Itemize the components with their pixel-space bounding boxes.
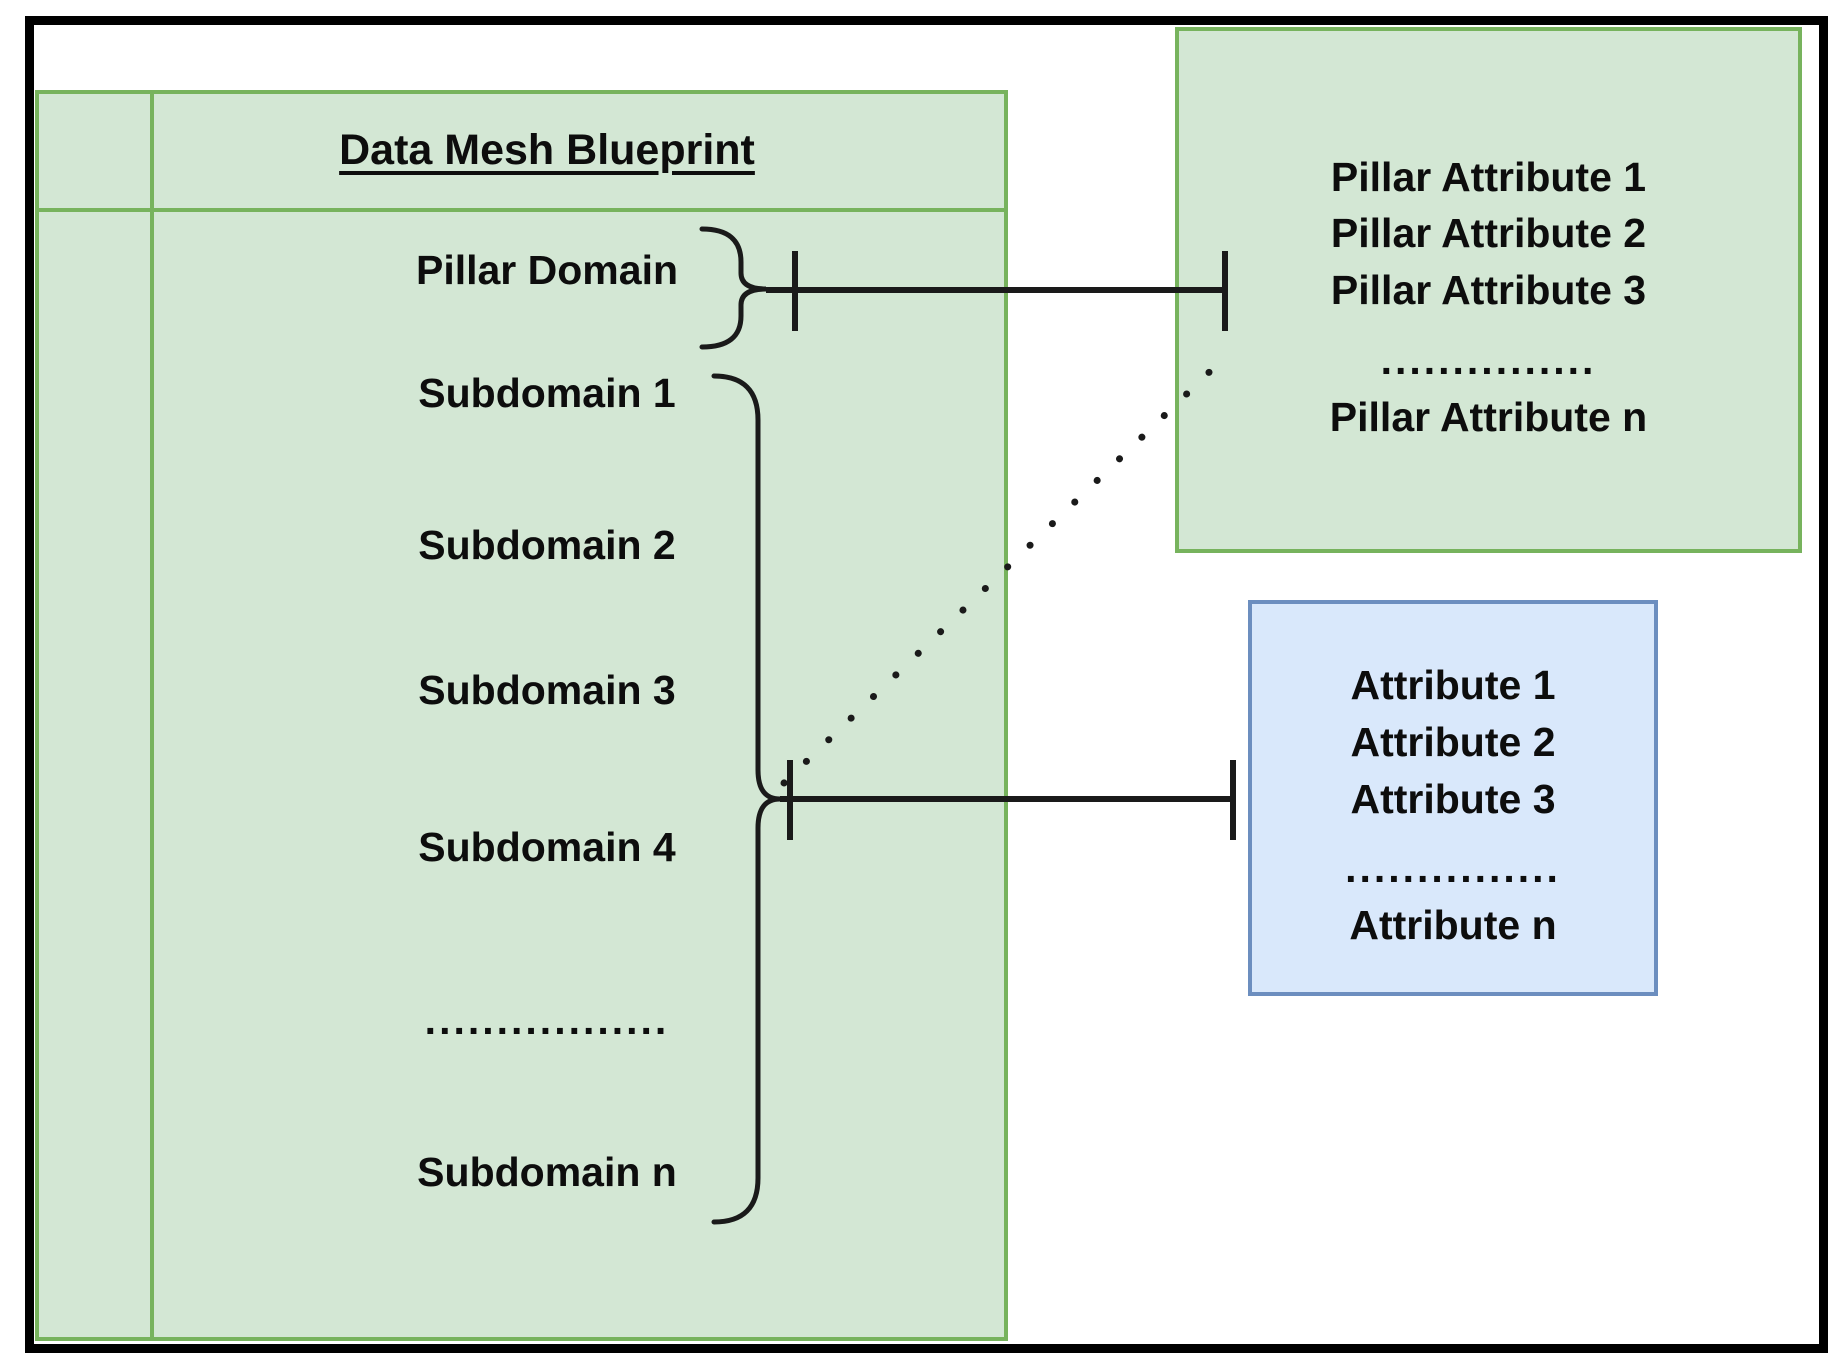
attribute-ellipsis: ...............: [1345, 844, 1561, 891]
pillar-attribute-line-3: Pillar Attribute 3: [1330, 266, 1647, 313]
pillar-association-dotted-line: [780, 350, 1232, 787]
table-column-divider: [150, 90, 154, 1341]
attribute-line-1: Attribute 1: [1350, 661, 1556, 708]
subdomains-brace: [711, 373, 781, 1225]
pillar-attribute-line-2: Pillar Attribute 2: [1330, 209, 1647, 256]
table-header-divider: [35, 208, 1008, 212]
row-subdomain-n: Subdomain n: [417, 1148, 677, 1195]
table-title: Data Mesh Blueprint: [152, 118, 942, 182]
row-subdomain-2: Subdomain 2: [418, 521, 676, 568]
pillar-attributes-box: [1175, 27, 1802, 553]
outer-border-frame: [25, 16, 1828, 1353]
attributes-box: [1248, 600, 1658, 996]
row-pillar-domain: Pillar Domain: [415, 246, 678, 293]
pillar-attribute-ellipsis: ...............: [1380, 336, 1597, 383]
data-mesh-blueprint-table: [35, 90, 1008, 1341]
pillar-attribute-line-n: Pillar Attribute n: [1329, 393, 1648, 440]
row-subdomain-1: Subdomain 1: [418, 369, 676, 416]
row-subdomain-ellipsis: .................: [424, 996, 670, 1043]
row-subdomain-4: Subdomain 4: [418, 823, 676, 870]
attribute-line-2: Attribute 2: [1350, 718, 1556, 765]
attribute-line-3: Attribute 3: [1350, 775, 1556, 822]
pillar-attribute-line-1: Pillar Attribute 1: [1330, 153, 1647, 200]
table-title-text: Data Mesh Blueprint: [339, 125, 755, 174]
row-subdomain-3: Subdomain 3: [418, 666, 676, 713]
pillar-domain-brace: [699, 226, 767, 350]
attribute-line-n: Attribute n: [1349, 901, 1557, 948]
